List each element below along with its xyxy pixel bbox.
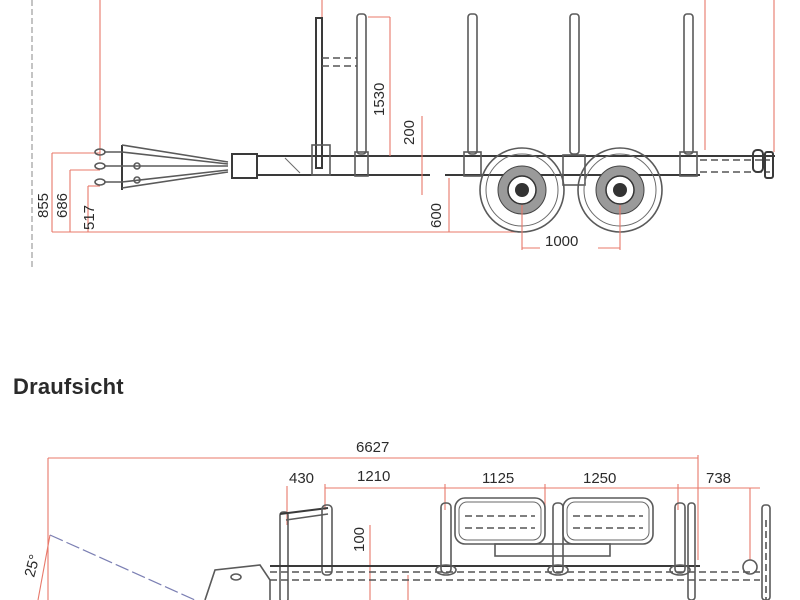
top-view: 6627 430 1210 1125 1250 738 100 25° bbox=[21, 439, 771, 600]
dim-25-degree: 25° bbox=[21, 553, 43, 579]
dim-686: 686 bbox=[54, 193, 71, 218]
dim-6627: 6627 bbox=[356, 439, 389, 456]
hitch-height-dimensions: 855 686 517 bbox=[35, 152, 100, 232]
dim-1530: 1530 bbox=[371, 83, 388, 116]
dim-738: 738 bbox=[706, 470, 731, 487]
front-ladder-top bbox=[204, 504, 333, 600]
main-frame bbox=[257, 149, 775, 179]
top-view-title: Draufsicht bbox=[13, 374, 124, 399]
dim-430: 430 bbox=[289, 470, 314, 487]
dim-1250: 1250 bbox=[583, 470, 616, 487]
dim-100: 100 bbox=[351, 527, 368, 552]
dim-200: 200 bbox=[401, 120, 418, 145]
bunks bbox=[454, 497, 654, 557]
dim-1210: 1210 bbox=[357, 468, 390, 485]
drawbar bbox=[94, 144, 258, 190]
dim-1125: 1125 bbox=[482, 470, 514, 487]
rear-assembly bbox=[742, 504, 771, 600]
side-view: 855 686 517 bbox=[31, 0, 775, 268]
dim-1000: 1000 bbox=[545, 233, 578, 250]
stakes-top bbox=[435, 502, 696, 600]
dim-855: 855 bbox=[35, 193, 52, 218]
dim-517: 517 bbox=[81, 205, 98, 230]
stakes-side bbox=[311, 13, 698, 186]
dim-600: 600 bbox=[428, 203, 445, 228]
wheels bbox=[479, 147, 663, 233]
